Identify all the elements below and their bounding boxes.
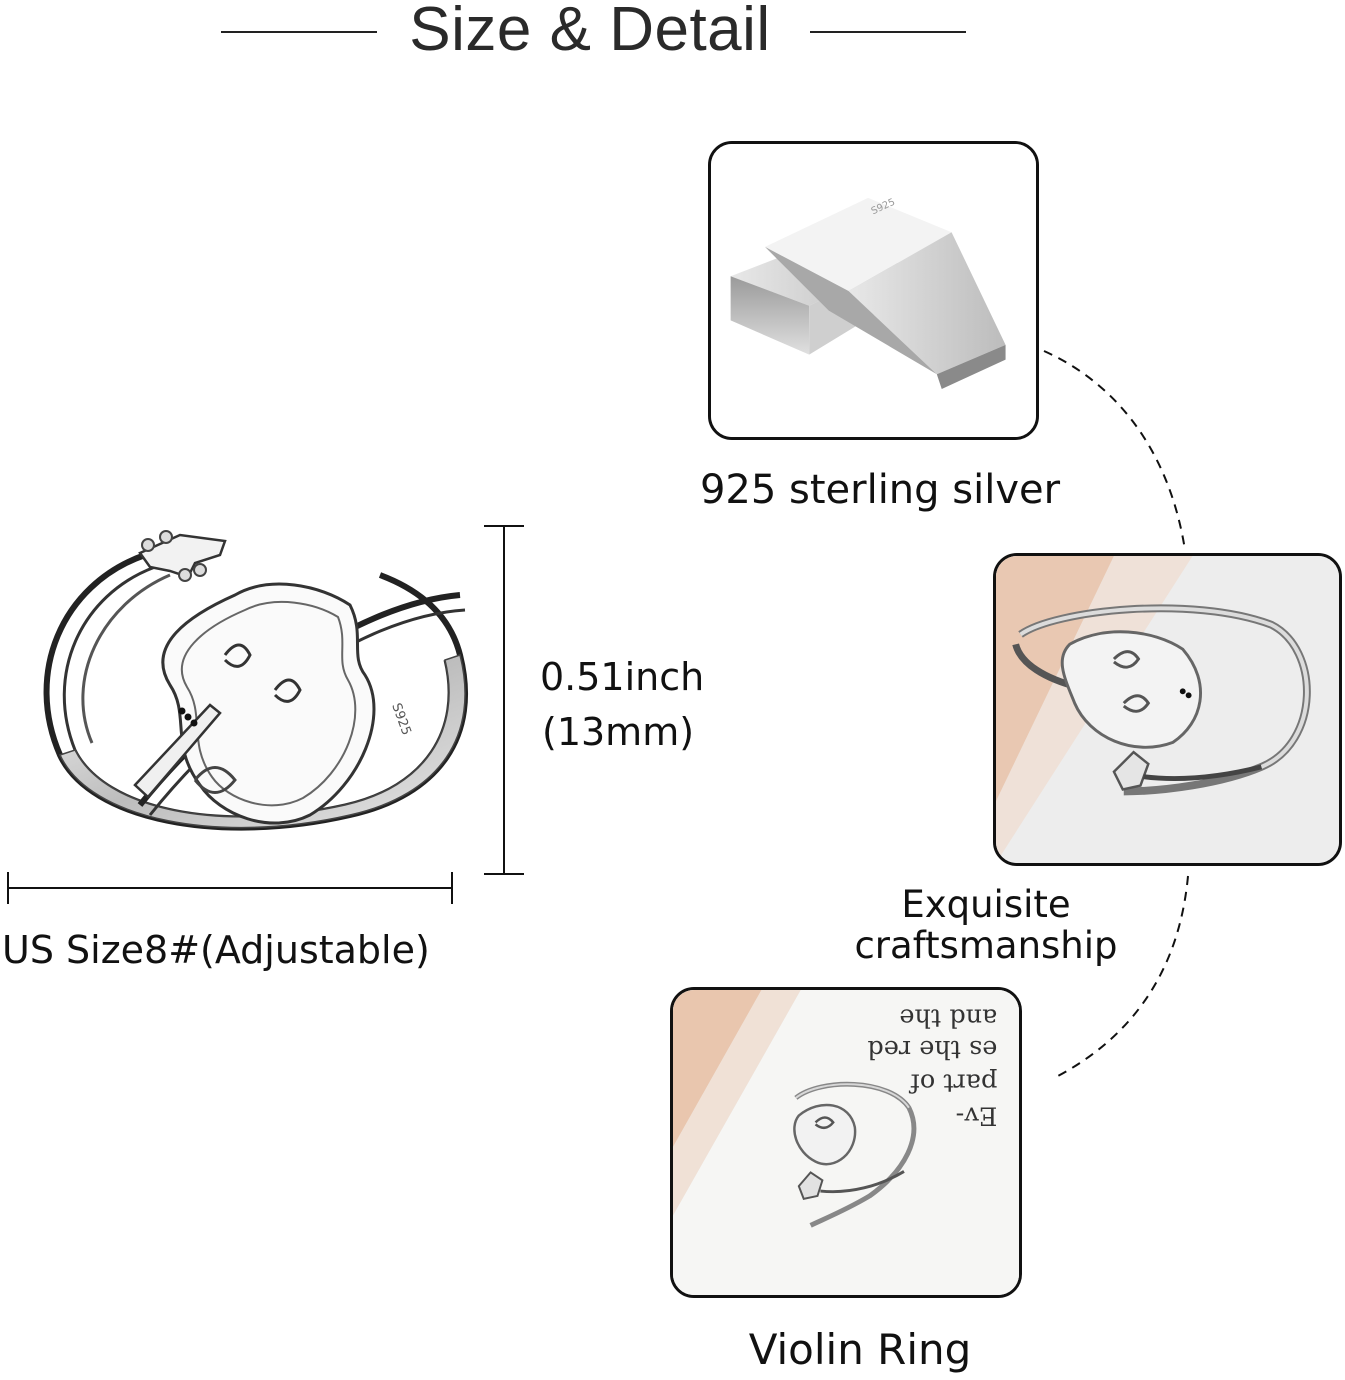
title-rule-right: [810, 31, 966, 33]
violin-ring-book-photo: and the es the red part of Ev-: [670, 987, 1022, 1298]
book-text-line-1: and the: [899, 1003, 997, 1033]
title-rule-left: [221, 31, 377, 33]
dashed-connector-lower: [1057, 875, 1189, 1077]
ring-craftsmanship-photo: [993, 553, 1342, 866]
size-label: US Size8#(Adjustable): [2, 928, 430, 972]
caption-sterling-silver: 925 sterling silver: [699, 467, 1061, 513]
book-text-line-3: part of: [909, 1067, 998, 1097]
width-dimension-line: [7, 872, 453, 904]
caption-violin-ring: Violin Ring: [748, 1325, 972, 1374]
page-title: Size & Detail: [409, 0, 771, 64]
violin-ring-illustration: S925: [43, 530, 468, 831]
ring-stamp: S925: [388, 701, 413, 737]
book-text-line-2: es the red: [867, 1034, 997, 1064]
height-metric: (13mm): [542, 710, 695, 754]
caption-exquisite: Exquisite: [901, 883, 1071, 926]
height-dimension-line: [484, 525, 524, 875]
height-value: 0.51inch: [540, 655, 705, 699]
book-text-line-4: Ev-: [956, 1101, 998, 1131]
dashed-connector-upper: [1043, 350, 1186, 551]
silver-bars-photo: S925: [708, 141, 1039, 440]
caption-craftsmanship: craftsmanship: [854, 924, 1118, 967]
